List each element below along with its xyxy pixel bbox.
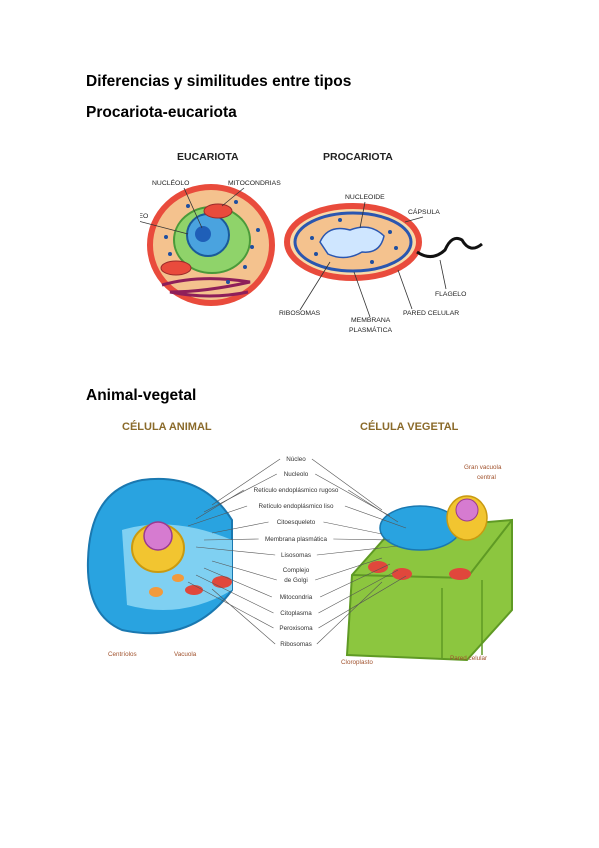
leader-line-right — [320, 563, 391, 598]
leader-line-left — [203, 567, 272, 598]
title-celula-animal: CÉLULA ANIMAL — [122, 420, 212, 433]
label-flagelo: FLAGELO — [435, 291, 466, 298]
leader-line-right — [311, 458, 383, 511]
label-vacuola: Vacuola — [174, 651, 197, 658]
animal-nucleolo — [143, 521, 173, 551]
center-label: Citoesqueleto — [277, 519, 316, 526]
label-pared-celular-vegetal: Pared celular — [450, 655, 487, 662]
animal-lisosoma — [172, 574, 184, 582]
center-label: Retículo endoplásmico liso — [259, 503, 334, 510]
center-label: Retículo endoplásmico rugoso — [254, 487, 339, 494]
leader-line-left — [211, 458, 281, 506]
label-nucleo: NÚCLEO — [140, 211, 148, 220]
leader-line-right — [323, 521, 383, 535]
eucariota-procariota-diagram: EUCARIOTA PROCARIOTA — [120, 151, 483, 334]
leader-line-left — [187, 505, 248, 527]
center-label: Núcleo — [286, 456, 306, 463]
mitocondria-shape-1 — [203, 203, 233, 219]
center-label: Lisosomas — [281, 552, 311, 559]
leader-line-left — [195, 546, 276, 556]
center-label: Nucleolo — [284, 471, 309, 478]
title-procariota: PROCARIOTA — [323, 151, 393, 163]
animal-vegetal-diagram: CÉLULA ANIMAL CÉLULA VEGETAL Núcleo — [86, 420, 513, 666]
procariota-ribosomas — [310, 218, 398, 264]
label-ribosomas: RIBOSOMAS — [279, 310, 321, 317]
center-label: Mitocondria — [280, 594, 313, 601]
leader-line-right — [318, 569, 399, 614]
flagelo-shape — [416, 236, 483, 258]
nucleolo-shape — [195, 226, 211, 242]
leader-line-right — [348, 489, 399, 523]
figure-animal-vegetal: CÉLULA ANIMAL CÉLULA VEGETAL Núcleo — [82, 410, 522, 670]
figure1-leader-lines — [137, 187, 447, 318]
leader-line-left — [203, 538, 259, 541]
label-centriolos: Centríolos — [108, 651, 137, 658]
mitocondria-shape-2 — [160, 260, 192, 276]
label-nucleolo: NUCLÉOLO — [152, 178, 189, 187]
title-eucariota: EUCARIOTA — [177, 151, 239, 163]
leader-line-right — [344, 505, 407, 529]
leader-line-right — [316, 581, 383, 645]
vegetal-mitocondria-2 — [392, 568, 412, 580]
vegetal-partition — [441, 580, 483, 658]
title-celula-vegetal: CÉLULA VEGETAL — [360, 420, 459, 433]
label-membrana-1: MEMBRANA — [351, 317, 391, 324]
leader-line-left — [211, 521, 269, 534]
animal-vacuola-shape — [149, 587, 163, 597]
golgi-shape — [161, 277, 251, 298]
heading-diferencias: Diferencias y similitudes entre tipos — [86, 73, 352, 90]
center-leader-lines — [187, 458, 407, 645]
vegetal-cloroplasto — [449, 568, 471, 580]
celula-vegetal — [345, 495, 513, 662]
leader-line-right — [333, 538, 391, 541]
label-gran-vacuola-2: central — [477, 474, 496, 481]
label-capsula: CÁPSULA — [408, 207, 440, 216]
leader-line-right — [318, 575, 407, 629]
leader-line-right — [316, 545, 399, 556]
label-mitocondrias: MITOCONDRIAS — [228, 180, 281, 187]
celula-animal — [86, 477, 233, 635]
leader-line-left — [211, 560, 277, 581]
center-label: Citoplasma — [280, 610, 312, 617]
leader-line-left — [195, 489, 244, 520]
label-gran-vacuola-1: Gran vacuola — [464, 464, 502, 471]
nucleoide-shape — [319, 226, 385, 259]
label-nucleoide: NUCLEOIDE — [345, 194, 385, 201]
animal-mitocondria-2 — [185, 585, 203, 595]
center-label: Ribosomas — [280, 641, 312, 648]
animal-mitocondria-1 — [212, 576, 232, 588]
figure-eucariota-procariota: EUCARIOTA PROCARIOTA — [120, 142, 490, 342]
vegetal-mitocondria-1 — [368, 561, 388, 573]
heading-procariota-eucariota: Procariota-eucariota — [86, 104, 237, 121]
ribosoma-dots — [164, 200, 260, 284]
heading-animal-vegetal: Animal-vegetal — [86, 387, 197, 404]
center-label: Membrana plasmática — [265, 536, 327, 543]
leader-line-left — [195, 574, 274, 614]
label-pared-celular: PARED CELULAR — [403, 310, 459, 317]
label-cloroplasto: Cloroplasto — [341, 659, 373, 666]
leader-line-left — [211, 588, 276, 645]
leader-line-right — [315, 557, 383, 581]
label-membrana-2: PLASMÁTICA — [349, 325, 393, 334]
center-label: Complejo — [283, 567, 310, 574]
vegetal-nucleolo — [455, 498, 479, 522]
procariota-cell — [284, 203, 483, 281]
center-label: Peroxisoma — [279, 625, 313, 632]
leader-line-left — [203, 473, 277, 513]
center-label: de Golgi — [284, 577, 307, 584]
eucariota-cell — [147, 184, 275, 306]
